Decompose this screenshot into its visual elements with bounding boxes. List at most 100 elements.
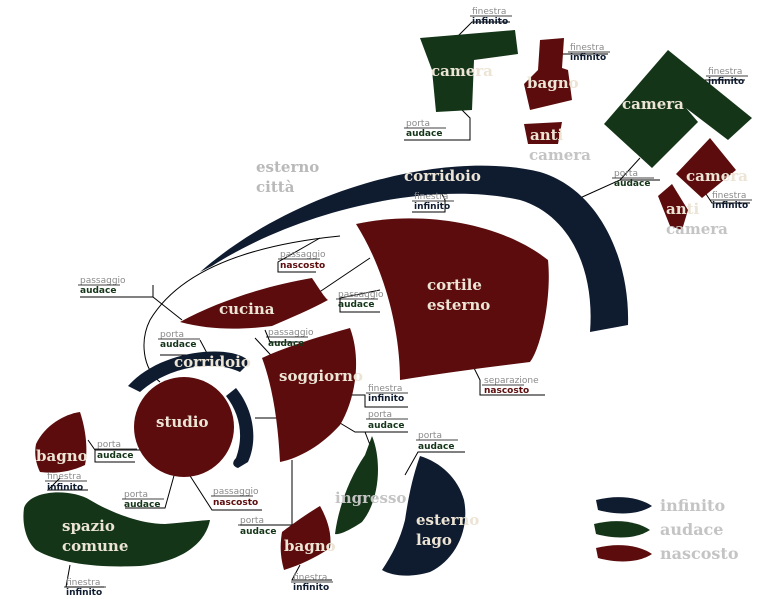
room-esterno-lago-shape[interactable] bbox=[382, 456, 466, 576]
room-bagno-left-shape[interactable] bbox=[35, 412, 87, 473]
room-label-corridoio-small: corridoio bbox=[174, 353, 251, 371]
legend: infinito audace nascosto bbox=[594, 496, 739, 563]
room-label-cortile: cortile esterno bbox=[427, 276, 490, 314]
room-label-corridoio-arc: corridoio bbox=[404, 167, 481, 185]
svg-text:infinito: infinito bbox=[293, 583, 329, 593]
room-spazio-comune-shape[interactable] bbox=[23, 492, 210, 567]
room-label-bagno-top: bagno bbox=[527, 74, 579, 92]
room-corridoio-arc-shape[interactable] bbox=[200, 165, 629, 332]
svg-text:finestra: finestra bbox=[712, 191, 746, 201]
room-corridoio-small-right-shape[interactable] bbox=[226, 388, 254, 468]
svg-text:audace: audace bbox=[97, 451, 133, 461]
svg-text:audace: audace bbox=[160, 340, 196, 350]
svg-text:infinito: infinito bbox=[66, 588, 102, 598]
room-cortile-shape[interactable] bbox=[356, 218, 549, 380]
svg-text:porta: porta bbox=[368, 410, 392, 420]
svg-text:infinito: infinito bbox=[47, 483, 83, 493]
room-corridoio-small-shape[interactable] bbox=[128, 351, 250, 392]
svg-text:porta: porta bbox=[406, 119, 430, 129]
svg-text:passaggio: passaggio bbox=[280, 250, 326, 260]
svg-text:finestra: finestra bbox=[414, 192, 448, 202]
room-camera-top-shape[interactable] bbox=[420, 30, 518, 112]
room-anticamera-right-shape[interactable] bbox=[658, 184, 688, 230]
room-label-anticamera-top: anti camera bbox=[529, 126, 591, 164]
room-camera-right-shape[interactable] bbox=[604, 50, 752, 168]
room-label-studio: studio bbox=[156, 413, 208, 431]
svg-text:infinito: infinito bbox=[708, 77, 744, 87]
room-bagno-bottom-shape[interactable] bbox=[280, 506, 331, 570]
svg-text:passaggio: passaggio bbox=[80, 276, 126, 286]
room-cucina-shape[interactable] bbox=[180, 278, 328, 329]
svg-text:porta: porta bbox=[124, 490, 148, 500]
svg-text:passaggio: passaggio bbox=[338, 290, 384, 300]
room-label-spazio-comune: spazio comune bbox=[62, 517, 128, 555]
room-anticamera-top-shape[interactable] bbox=[524, 122, 562, 144]
room-ingresso-shape[interactable] bbox=[335, 436, 378, 535]
room-label-anticamera-right: anti camera bbox=[666, 200, 728, 238]
svg-text:finestra: finestra bbox=[472, 7, 506, 17]
svg-text:porta: porta bbox=[97, 440, 121, 450]
svg-text:porta: porta bbox=[418, 431, 442, 441]
room-label-bagno-left: bagno bbox=[36, 447, 88, 465]
room-studio-shape[interactable] bbox=[134, 377, 234, 477]
svg-text:audace: audace bbox=[80, 286, 116, 296]
svg-text:nascosto: nascosto bbox=[280, 261, 325, 271]
legend-swatch-infinito bbox=[596, 497, 652, 514]
svg-text:separazione: separazione bbox=[484, 376, 539, 386]
svg-text:finestra: finestra bbox=[368, 384, 402, 394]
svg-text:passaggio: passaggio bbox=[213, 487, 259, 497]
room-shapes bbox=[23, 30, 752, 576]
legend-label-nascosto: nascosto bbox=[660, 544, 739, 563]
svg-text:finestra: finestra bbox=[66, 578, 100, 588]
legend-label-audace: audace bbox=[660, 520, 723, 539]
room-soggiorno-shape[interactable] bbox=[262, 328, 357, 462]
legend-label-infinito: infinito bbox=[660, 496, 725, 515]
svg-text:passaggio: passaggio bbox=[268, 328, 314, 338]
svg-text:finestra: finestra bbox=[570, 43, 604, 53]
svg-text:porta: porta bbox=[614, 169, 638, 179]
svg-text:porta: porta bbox=[240, 516, 264, 526]
room-label-cucina: cucina bbox=[219, 300, 275, 318]
room-camera-right-small-shape[interactable] bbox=[676, 138, 736, 198]
svg-text:infinito: infinito bbox=[712, 201, 748, 211]
svg-text:audace: audace bbox=[124, 500, 160, 510]
legend-swatch-nascosto bbox=[596, 545, 652, 562]
room-label-esterno-lago: esterno lago bbox=[416, 511, 485, 549]
room-label-bagno-bottom: bagno bbox=[284, 537, 336, 555]
svg-text:infinito: infinito bbox=[472, 17, 508, 27]
svg-text:infinito: infinito bbox=[570, 53, 606, 63]
svg-text:nascosto: nascosto bbox=[484, 386, 529, 396]
room-label-ingresso: ingresso bbox=[335, 489, 406, 507]
svg-text:finestra: finestra bbox=[47, 472, 81, 482]
svg-text:audace: audace bbox=[418, 442, 454, 452]
room-label-soggiorno: soggiorno bbox=[279, 367, 363, 385]
svg-text:audace: audace bbox=[368, 421, 404, 431]
svg-text:audace: audace bbox=[240, 527, 276, 537]
room-bagno-top-shape[interactable] bbox=[524, 38, 572, 110]
svg-text:infinito: infinito bbox=[368, 394, 404, 404]
svg-text:audace: audace bbox=[268, 339, 304, 349]
svg-text:finestra: finestra bbox=[293, 573, 327, 583]
